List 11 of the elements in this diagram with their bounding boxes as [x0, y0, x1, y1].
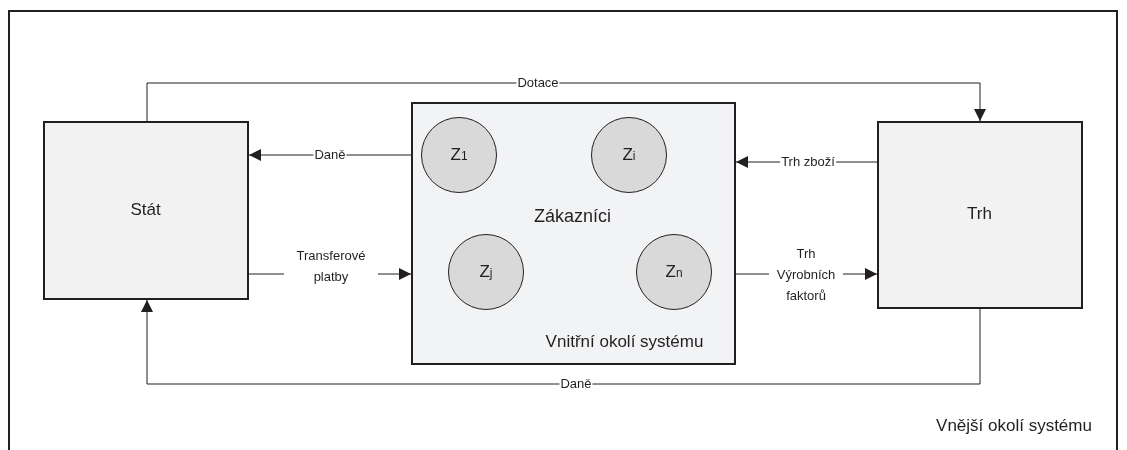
box-caption: Vnitřní okolí systému	[545, 331, 704, 352]
box-label: Trh	[967, 203, 992, 224]
box-label: Stát	[130, 199, 161, 220]
outer-frame	[8, 10, 1118, 450]
box-label: Zákazníci	[534, 205, 611, 226]
frame-title: Vnější okolí systému	[936, 416, 1092, 436]
process-box	[877, 121, 1083, 309]
arrow	[141, 299, 981, 385]
process-box	[411, 102, 736, 365]
arrow	[146, 82, 986, 122]
process-box	[43, 121, 249, 300]
